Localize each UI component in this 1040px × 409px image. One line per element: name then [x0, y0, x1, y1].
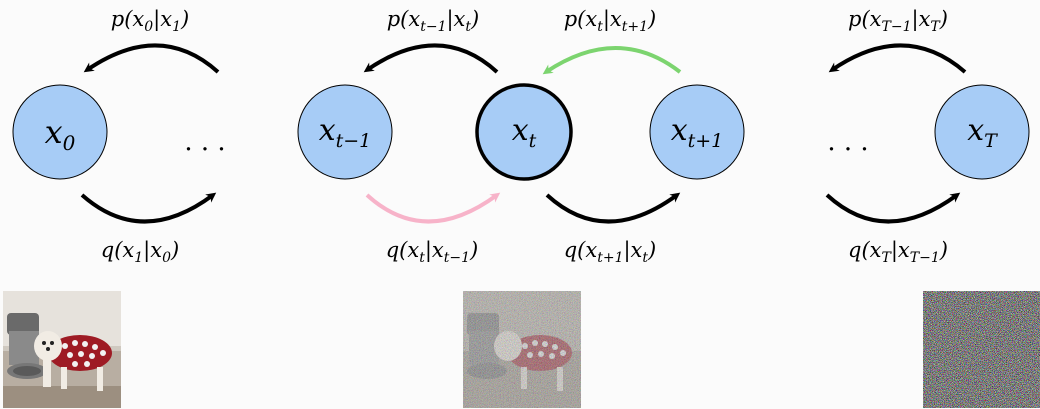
node-xt: xt	[477, 85, 571, 179]
clean-dog-image	[3, 291, 121, 408]
node-xT: xT	[935, 85, 1029, 179]
forward-arrow-xt-xt+1	[547, 195, 677, 222]
forward-arrow-x0-x1	[82, 195, 213, 222]
reverse-arrow-x1-x0	[87, 45, 218, 72]
reverse-arrow-xt-xt-1	[367, 45, 497, 72]
label-p-xT-1-xT: p(xT−1|xT)	[848, 7, 948, 35]
label-p-xt-xt+1: p(xt|xt+1)	[564, 7, 657, 35]
ellipsis-right: · · ·	[827, 135, 868, 165]
label-q-x1-x0: q(x1|x0)	[101, 238, 179, 266]
reverse-arrow-xT-xT-1	[832, 45, 965, 72]
node-xt-minus-1: xt−1	[298, 85, 392, 179]
forward-arrow-xT-1-xT	[827, 195, 957, 222]
noisy-dog-image	[463, 291, 581, 408]
label-q-xt+1-xt: q(xt+1|xt)	[564, 238, 657, 266]
label-p-xt-1-xt: p(xt−1|xt)	[387, 7, 480, 35]
node-xt-plus-1: xt+1	[650, 85, 744, 179]
ellipsis-left: · · ·	[184, 135, 225, 165]
pure-noise-image	[923, 291, 1040, 408]
forward-arrow-xt-1-xt	[367, 195, 497, 222]
diffusion-diagram: x0 xt−1 xt xt+1 xT · · · · · · p(x0|x1) …	[0, 0, 1040, 290]
node-x0: x0	[13, 85, 107, 179]
label-q-xt-xt-1: q(xt|xt−1)	[386, 238, 479, 266]
label-p-x0-x1: p(x0|x1)	[111, 7, 189, 35]
reverse-arrow-xt+1-xt	[546, 48, 680, 72]
label-q-xT-xT-1: q(xT|xT−1)	[848, 238, 948, 266]
